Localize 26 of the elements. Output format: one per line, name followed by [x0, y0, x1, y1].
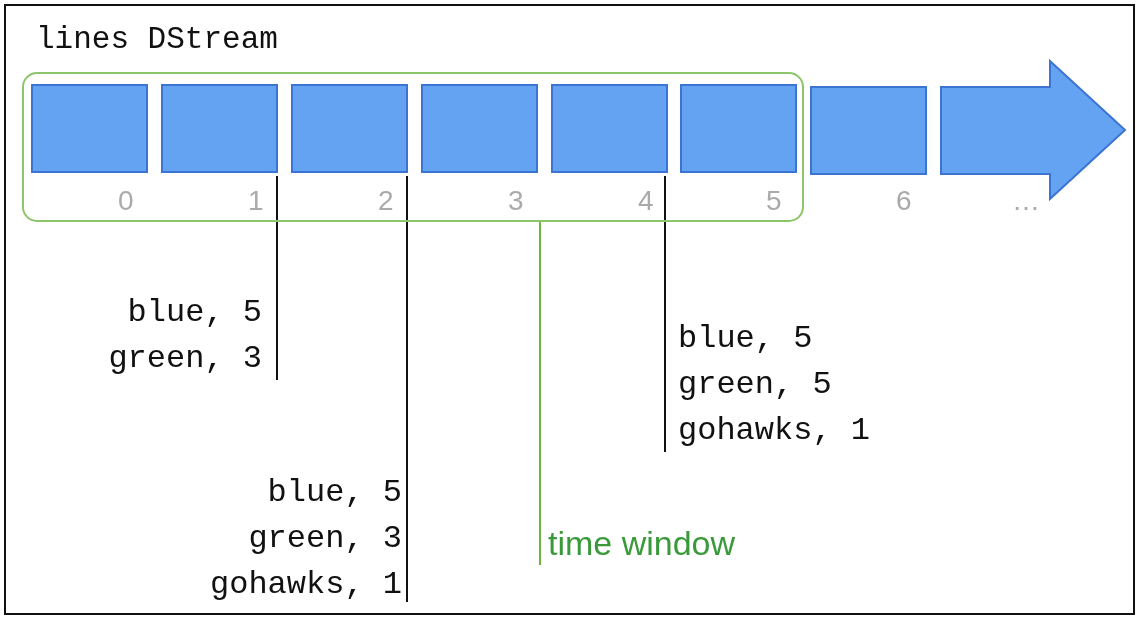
- batch-number: 0: [118, 186, 134, 216]
- leader-line: [406, 175, 408, 603]
- word-count-list: blue, 5 green, 3 gohawks, 1: [198, 470, 402, 608]
- word-count-list: blue, 5 green, 5 gohawks, 1: [678, 316, 882, 454]
- callout-text: time window: [548, 520, 788, 566]
- batch-block: [161, 84, 278, 173]
- timeline-arrow: [940, 60, 1126, 200]
- batch-number: 6: [896, 186, 912, 216]
- batch-number: 1: [248, 186, 264, 216]
- batch-number: 5: [766, 186, 782, 216]
- leader-line: [539, 221, 541, 566]
- batch-number: …: [1012, 186, 1040, 216]
- diagram-title: lines DStream: [36, 21, 278, 59]
- batch-block: [291, 84, 408, 173]
- batch-number: 2: [378, 186, 394, 216]
- batch-number: 4: [638, 186, 654, 216]
- time-window-frame: [22, 72, 804, 222]
- batch-block: [810, 86, 927, 175]
- batch-number: 3: [508, 186, 524, 216]
- leader-line: [664, 175, 666, 453]
- word-count-list: blue, 5 green, 3: [96, 290, 262, 382]
- leader-line: [276, 175, 278, 381]
- batch-block: [551, 84, 668, 173]
- batch-block: [421, 84, 538, 173]
- batch-block: [680, 84, 797, 173]
- batch-block: [31, 84, 148, 173]
